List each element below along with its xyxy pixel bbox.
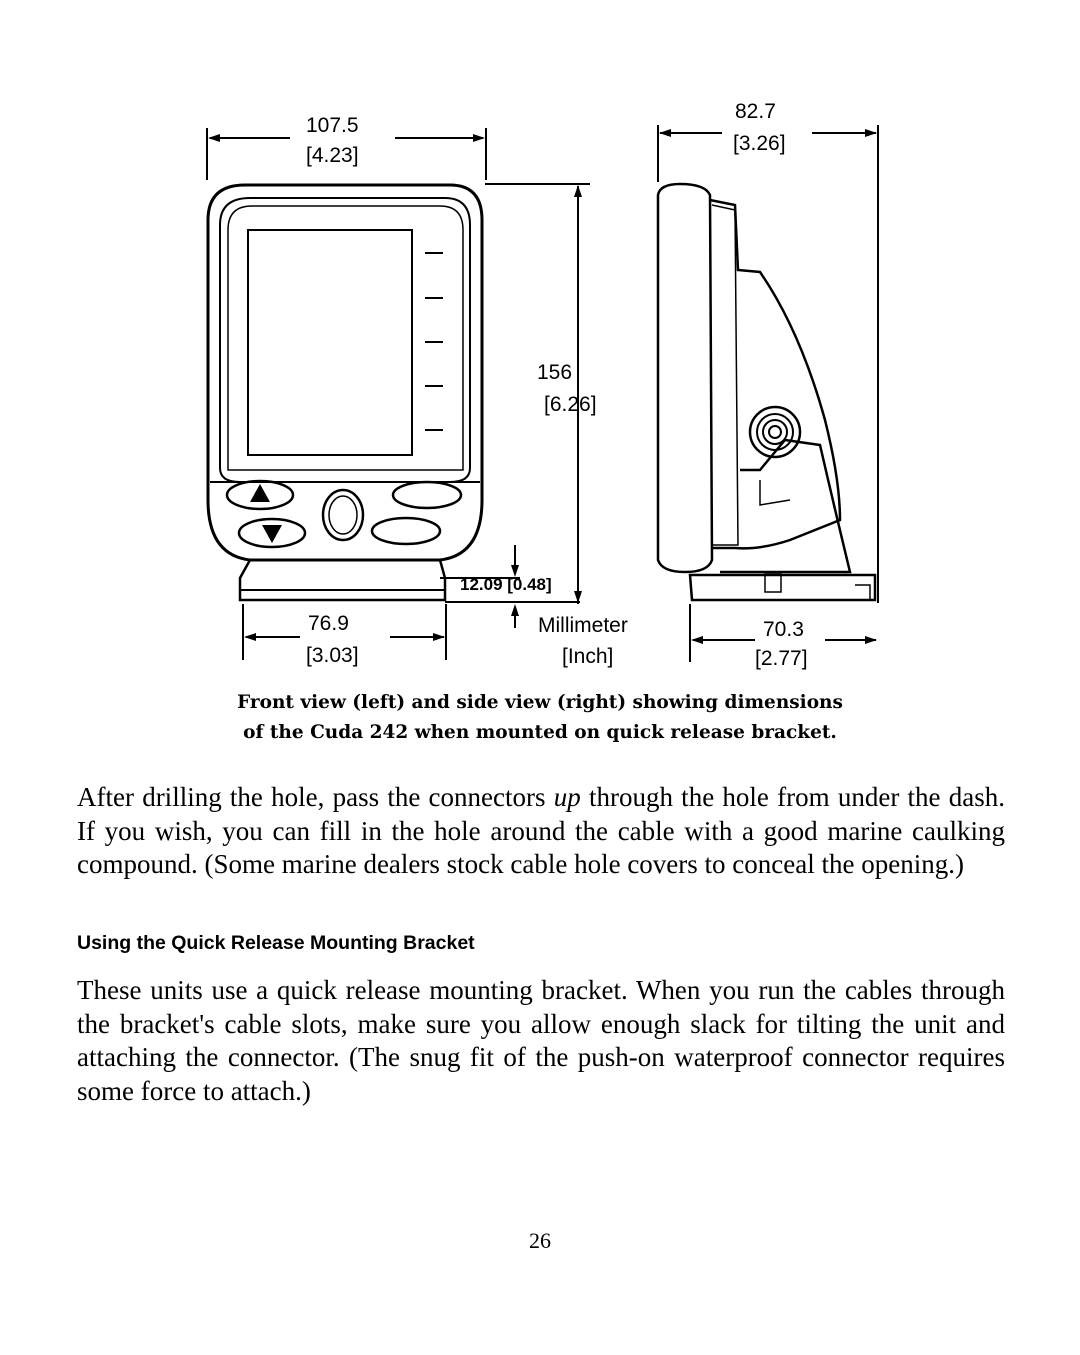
dimension-figure: 107.5 [4.23] 82.7 [3.26] 156 [6.26] 12.0… — [206, 100, 879, 670]
lower-right-button — [370, 516, 442, 546]
height-in-label: [6.26] — [544, 393, 597, 416]
height-mm-label: 156 — [537, 361, 572, 384]
up-arrow-button — [225, 479, 295, 511]
base-width-mm-label: 76.9 — [308, 612, 349, 635]
front-view-unit — [206, 183, 484, 562]
page-number: 26 — [529, 1228, 551, 1253]
figure-caption-line-2: of the Cuda 242 when mounted on quick re… — [243, 722, 837, 743]
width-in-label: [4.23] — [306, 144, 359, 167]
depth-in-label: [3.26] — [733, 132, 786, 155]
paragraph-drilling-after: through the hole from under the dash. If… — [77, 782, 1005, 879]
side-base-mm-label: 70.3 — [763, 618, 804, 641]
paragraph-bracket: These units use a quick release mounting… — [77, 975, 1005, 1106]
tilt-knob — [748, 405, 802, 459]
base-width-in-label: [3.03] — [306, 644, 359, 667]
paragraph-drilling: After drilling the hole, pass the connec… — [77, 781, 1005, 882]
upper-right-button — [391, 480, 463, 510]
figure-caption-line-1: Front view (left) and side view (right) … — [237, 692, 843, 713]
down-arrow-icon — [262, 525, 282, 543]
legend-imperial-label: [Inch] — [562, 645, 613, 668]
legend-metric-label: Millimeter — [538, 614, 628, 637]
section-heading: Using the Quick Release Mounting Bracket — [77, 932, 475, 954]
center-button — [321, 488, 365, 542]
paragraph-drilling-before: After drilling the hole, pass the connec… — [77, 782, 554, 812]
base-offset-label: 12.09 [0.48] — [460, 575, 552, 594]
keypad — [225, 479, 463, 549]
depth-mm-label: 82.7 — [735, 100, 776, 123]
paragraph-drilling-emphasis: up — [553, 782, 581, 812]
down-arrow-button — [237, 517, 307, 549]
side-base-in-label: [2.77] — [755, 647, 808, 670]
side-indicator-ticks — [425, 252, 443, 431]
up-arrow-icon — [250, 484, 270, 502]
side-view-unit — [656, 182, 877, 602]
dimension-lines — [206, 125, 879, 662]
front-view-base — [238, 559, 447, 602]
width-mm-label: 107.5 — [306, 114, 359, 137]
